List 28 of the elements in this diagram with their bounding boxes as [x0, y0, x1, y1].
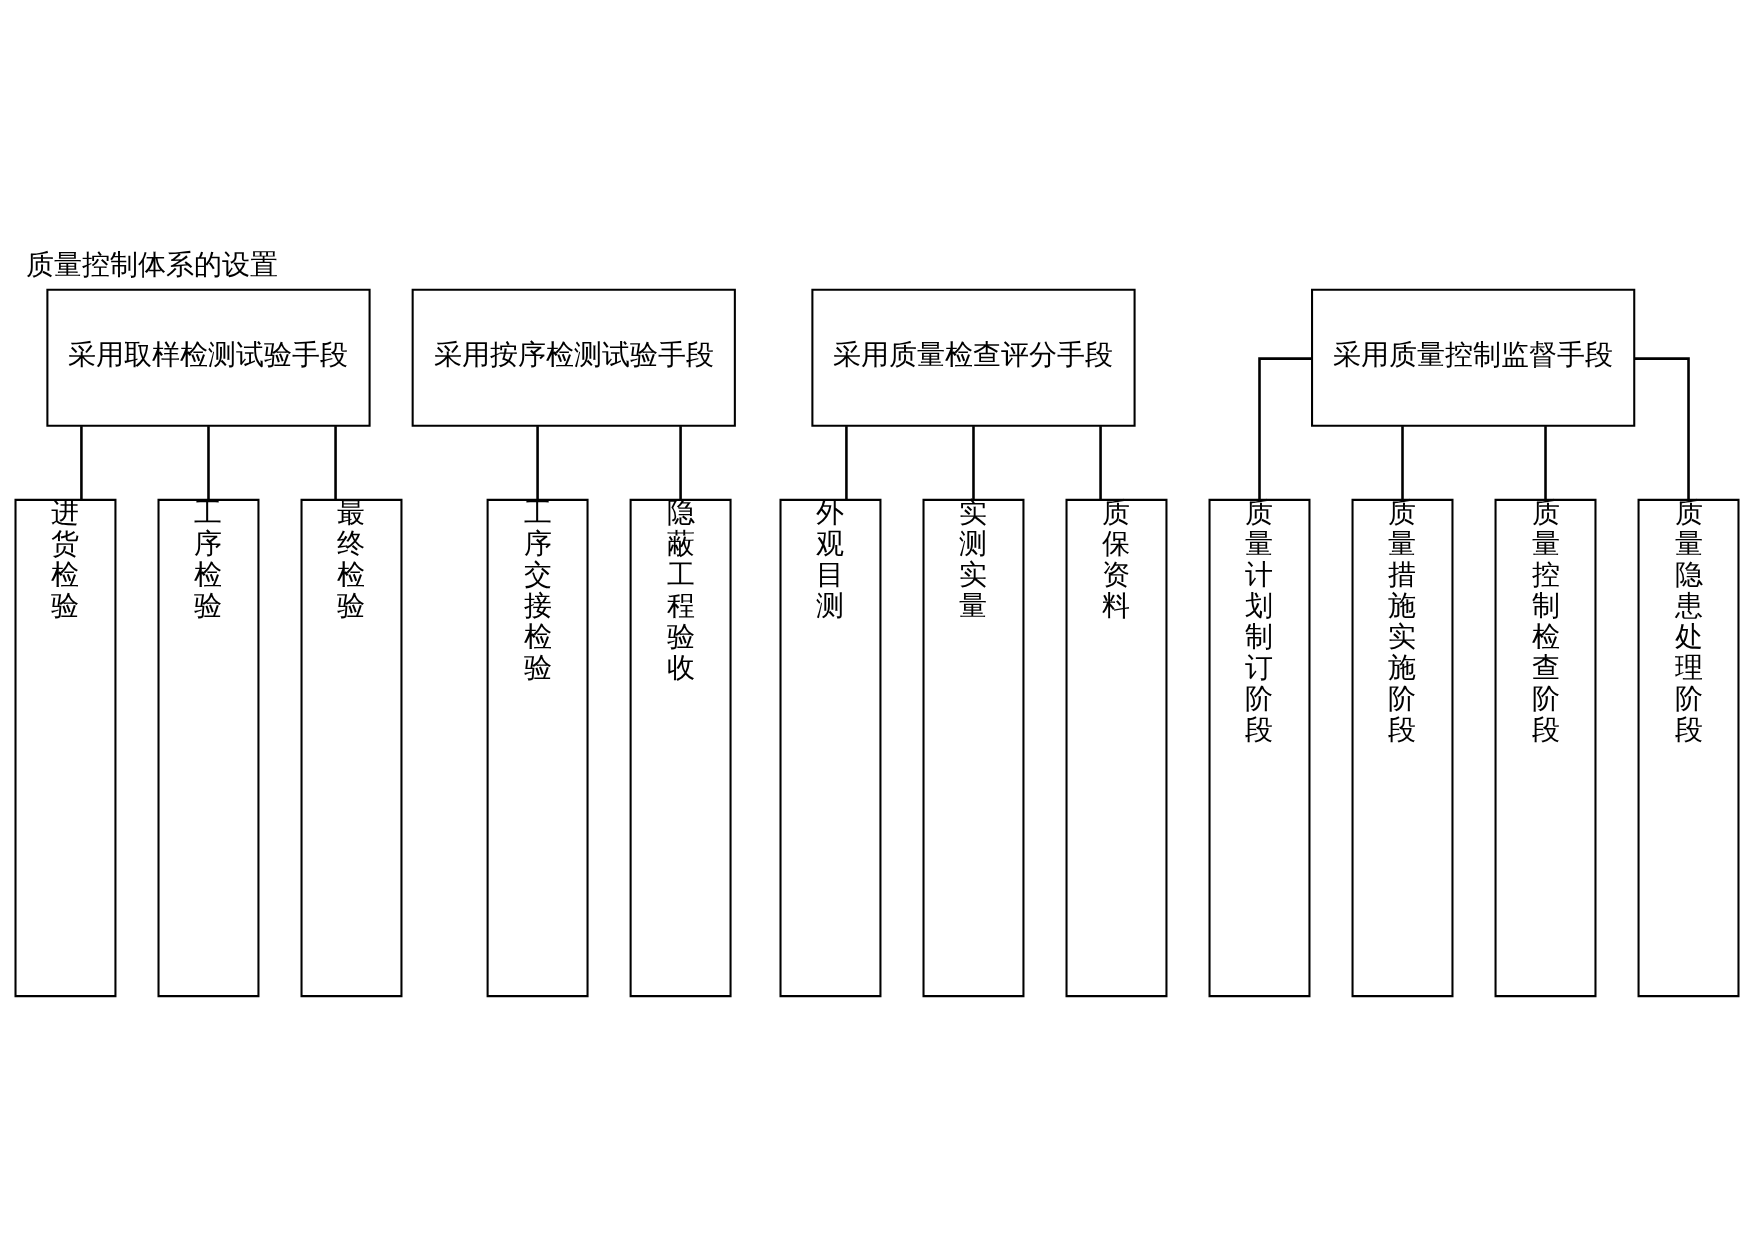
connector	[679, 426, 682, 500]
diagram-title: 质量控制体系的设置	[25, 247, 278, 280]
node-box: 外观目测	[779, 498, 882, 998]
node-box: 质量隐患处理阶段	[1637, 498, 1740, 998]
node-box: 采用质量控制监督手段	[1311, 288, 1636, 427]
connector	[536, 426, 539, 500]
connector	[1099, 426, 1102, 500]
connector	[1634, 357, 1690, 500]
node-box: 采用按序检测试验手段	[411, 288, 736, 427]
node-box: 采用取样检测试验手段	[46, 288, 371, 427]
connector	[80, 426, 83, 500]
node-box: 隐蔽工程验收	[629, 498, 732, 998]
connector	[334, 426, 337, 500]
node-box: 实测实量	[922, 498, 1025, 998]
node-box: 进货检验	[14, 498, 117, 998]
node-box: 质保资料	[1065, 498, 1168, 998]
connector	[1544, 426, 1547, 500]
node-box: 工序检验	[157, 498, 260, 998]
node-box: 质量措施实施阶段	[1351, 498, 1454, 998]
connector	[1401, 426, 1404, 500]
node-box: 质量控制检查阶段	[1494, 498, 1597, 998]
node-box: 质量计划制订阶段	[1208, 498, 1311, 998]
connector	[207, 426, 210, 500]
node-box: 采用质量检查评分手段	[811, 288, 1136, 427]
connector	[1258, 357, 1312, 500]
node-box: 工序交接检验	[486, 498, 589, 998]
connector	[972, 426, 975, 500]
connector	[845, 426, 848, 500]
